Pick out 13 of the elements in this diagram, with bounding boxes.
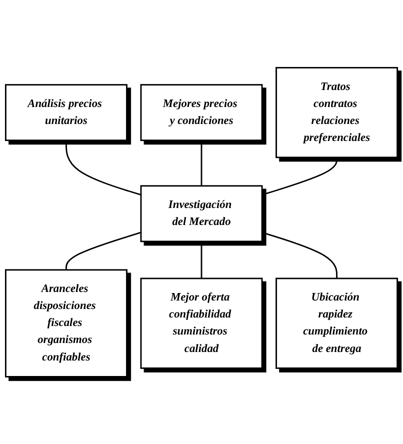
connector	[66, 140, 142, 196]
node-box: Aranceles disposiciones fiscales organismos confiables	[4, 269, 128, 378]
node-box: Investigación del Mercado	[140, 184, 263, 242]
node-box: Mejores precios y condiciones	[140, 84, 263, 141]
connector	[200, 241, 202, 278]
connector	[262, 157, 338, 196]
node-box: Análisis precios unitarios	[4, 84, 128, 141]
connector	[200, 140, 202, 186]
node-box: Ubicación rapidez cumplimiento de entrega	[276, 278, 398, 369]
node-box: Tratos contratos relaciones preferenciales	[276, 66, 398, 158]
node-box: Mejor oferta confiabilidad suministros calidad	[140, 278, 263, 369]
connector	[66, 232, 142, 270]
connector	[262, 232, 338, 278]
